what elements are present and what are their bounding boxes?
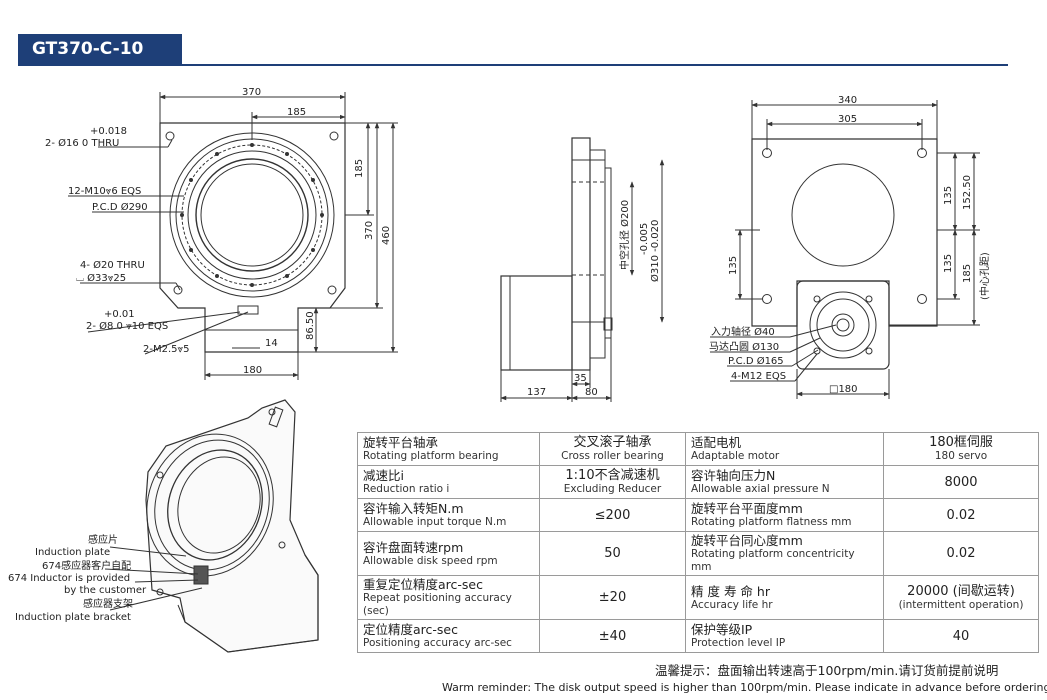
label-induction-plate-en: Induction plate (35, 547, 110, 558)
spec-value-flatness: 0.02 (883, 498, 1039, 532)
front-view (68, 92, 398, 380)
dim-14: 14 (265, 338, 278, 349)
dim-185-vertical: 185 (354, 159, 365, 178)
callout-holes-16-tol: +0.018 (90, 126, 127, 137)
iso-view (104, 399, 319, 653)
front-view-text: 370 185 185 370 460 86.50 14 180 +0.018 … (45, 87, 392, 376)
side-view-text: 中空孔径 Ø200 -0.005 Ø310 -0.020 137 80 35 (527, 200, 661, 398)
center-hole-note: (中心孔距) (978, 252, 991, 300)
label-bracket-en: Induction plate bracket (15, 612, 131, 623)
label-inductor-zh: 674感应器客户自配 (42, 559, 131, 572)
callout-holes-16: 2- Ø16 0 THRU (45, 137, 119, 149)
dim-340: 340 (838, 95, 857, 106)
spec-value-accuracy: ±40 (539, 619, 686, 653)
dim-135-upper: 135 (943, 186, 954, 205)
label-bracket-zh: 感应器支架 (83, 597, 133, 610)
dim-80: 80 (585, 387, 598, 398)
header-divider (18, 64, 1008, 66)
callout-counterbore-33: ⌴ Ø33⩔25 (76, 272, 126, 284)
m10-holes (180, 143, 324, 287)
dim-35: 35 (574, 373, 587, 384)
tolerance-upper: -0.005 (639, 223, 650, 255)
dim-370-vertical: 370 (364, 221, 375, 240)
model-title: GT370-C-10 (18, 34, 182, 64)
spec-value-concentricity: 0.02 (883, 531, 1039, 576)
callout-m12: 4-M12 EQS (731, 371, 786, 382)
callout-m10: 12-M10⩔6 EQS (68, 186, 141, 197)
label-inductor-en-2: by the customer (64, 585, 147, 596)
dim-152-50: 152.50 (962, 175, 973, 210)
hollow-hole-label: 中空孔径 Ø200 (618, 200, 631, 270)
spec-value-torque: ≤200 (539, 498, 686, 532)
dim-square-180: □180 (829, 384, 858, 395)
spec-value-protection: 40 (883, 619, 1039, 653)
dim-305: 305 (838, 114, 857, 125)
dim-370: 370 (242, 87, 261, 98)
spec-value-life: 20000 (间歇运转)(intermittent operation) (883, 575, 1039, 620)
note-english: Warm reminder: The disk output speed is … (442, 681, 1047, 694)
dim-185: 185 (287, 107, 306, 118)
side-view (500, 137, 665, 402)
dim-135-left: 135 (728, 256, 739, 275)
flange-diameter: Ø310 -0.020 (649, 220, 661, 282)
spec-value-speed: 50 (539, 531, 686, 576)
callout-holes-20: 4- Ø20 THRU (80, 259, 145, 271)
spec-value-repeat-accuracy: ±20 (539, 575, 686, 620)
dim-86-50: 86.50 (305, 311, 316, 340)
callout-input-shaft: 入力轴径 Ø40 (711, 325, 775, 338)
dim-460: 460 (381, 226, 392, 245)
note-chinese: 温馨提示：盘面输出转速高于100rpm/min.请订货前提前说明 (655, 663, 999, 678)
dim-135-lower: 135 (943, 254, 954, 273)
callout-motor-boss: 马达凸圆 Ø130 (709, 341, 779, 353)
right-view-text: 340 305 135 152.50 135 185 (中心孔距) 135 □1… (709, 95, 991, 395)
label-induction-plate-zh: 感应片 (88, 533, 118, 546)
callout-pcd165: P.C.D Ø165 (728, 355, 784, 367)
callout-holes-8-tol: +0.01 (104, 309, 135, 320)
dim-137: 137 (527, 387, 546, 398)
dim-180: 180 (243, 365, 262, 376)
callout-m25: 2-M2.5⩔5 (143, 344, 190, 355)
label-inductor-en-1: 674 Inductor is provided (8, 573, 130, 584)
right-view (710, 100, 980, 399)
spec-value-axial: 8000 (883, 465, 1039, 499)
iso-view-text: 感应片 Induction plate 674感应器客户自配 674 Induc… (8, 533, 147, 623)
callout-holes-8: 2- Ø8 0 ⩔10 EQS (86, 320, 168, 332)
dim-185-right: 185 (962, 264, 973, 283)
callout-pcd290: P.C.D Ø290 (92, 201, 148, 213)
